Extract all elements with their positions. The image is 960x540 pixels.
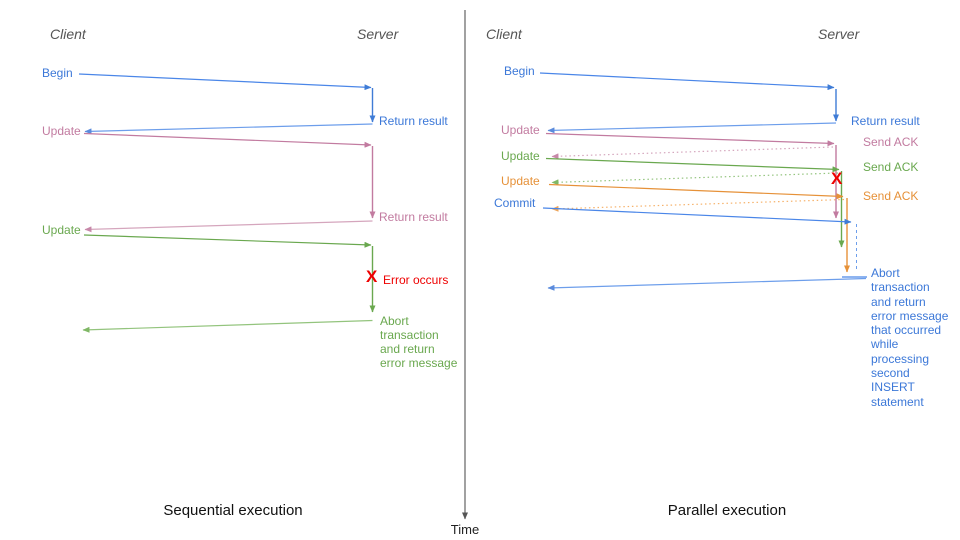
left-return-result-1-label: Return result xyxy=(379,114,448,128)
left-error-x-icon: X xyxy=(366,267,378,286)
left-return-result-2-label: Return result xyxy=(379,210,448,224)
right-begin-label: Begin xyxy=(504,64,535,78)
left-begin-request-arrow xyxy=(78,73,372,91)
left-return-result-1-arrow xyxy=(84,123,373,135)
right-send-ack-2-dotted-arrow xyxy=(551,172,839,186)
left-server-header: Server xyxy=(357,26,399,42)
right-update-1-request-arrow xyxy=(545,132,835,147)
left-abort-return-arrow xyxy=(82,319,373,333)
time-axis-label: Time xyxy=(450,522,480,537)
right-update-2-label: Update xyxy=(501,149,540,163)
right-error-x-icon: X xyxy=(831,169,843,188)
left-error-occurs-label: Error occurs xyxy=(383,273,449,287)
right-server-header: Server xyxy=(818,26,860,42)
right-send-ack-3-label: Send ACK xyxy=(863,189,919,203)
right-send-ack-3-dotted-arrow xyxy=(551,198,845,212)
left-caption: Sequential execution xyxy=(163,502,303,519)
left-update-2-request-arrow xyxy=(83,234,372,248)
right-update-2-request-arrow xyxy=(545,157,840,173)
right-update-3-label: Update xyxy=(501,174,540,188)
left-abort-message-label: Abort transaction and return error messa… xyxy=(380,314,458,370)
left-update-1-label: Update xyxy=(42,124,81,138)
right-update-3-request-arrow xyxy=(548,183,844,200)
left-begin-label: Begin xyxy=(42,66,73,80)
left-client-header: Client xyxy=(50,26,86,42)
right-send-ack-2-label: Send ACK xyxy=(863,160,919,174)
right-return-result-arrow xyxy=(547,122,837,134)
right-commit-label: Commit xyxy=(494,196,536,210)
right-send-ack-1-dotted-arrow xyxy=(551,146,834,160)
right-update-1-label: Update xyxy=(501,123,540,137)
right-return-result-label: Return result xyxy=(851,114,920,128)
left-update-1-request-arrow xyxy=(83,132,372,148)
left-return-result-2-arrow xyxy=(84,220,373,233)
right-commit-request-arrow xyxy=(542,207,852,225)
right-caption: Parallel execution xyxy=(667,502,787,519)
right-begin-request-arrow xyxy=(539,72,835,91)
right-abort-message-label: Abort transaction and return error messa… xyxy=(871,266,949,409)
left-update-2-label: Update xyxy=(42,223,81,237)
right-abort-return-arrow xyxy=(547,277,867,291)
right-send-ack-1-label: Send ACK xyxy=(863,135,919,149)
right-client-header: Client xyxy=(486,26,522,42)
